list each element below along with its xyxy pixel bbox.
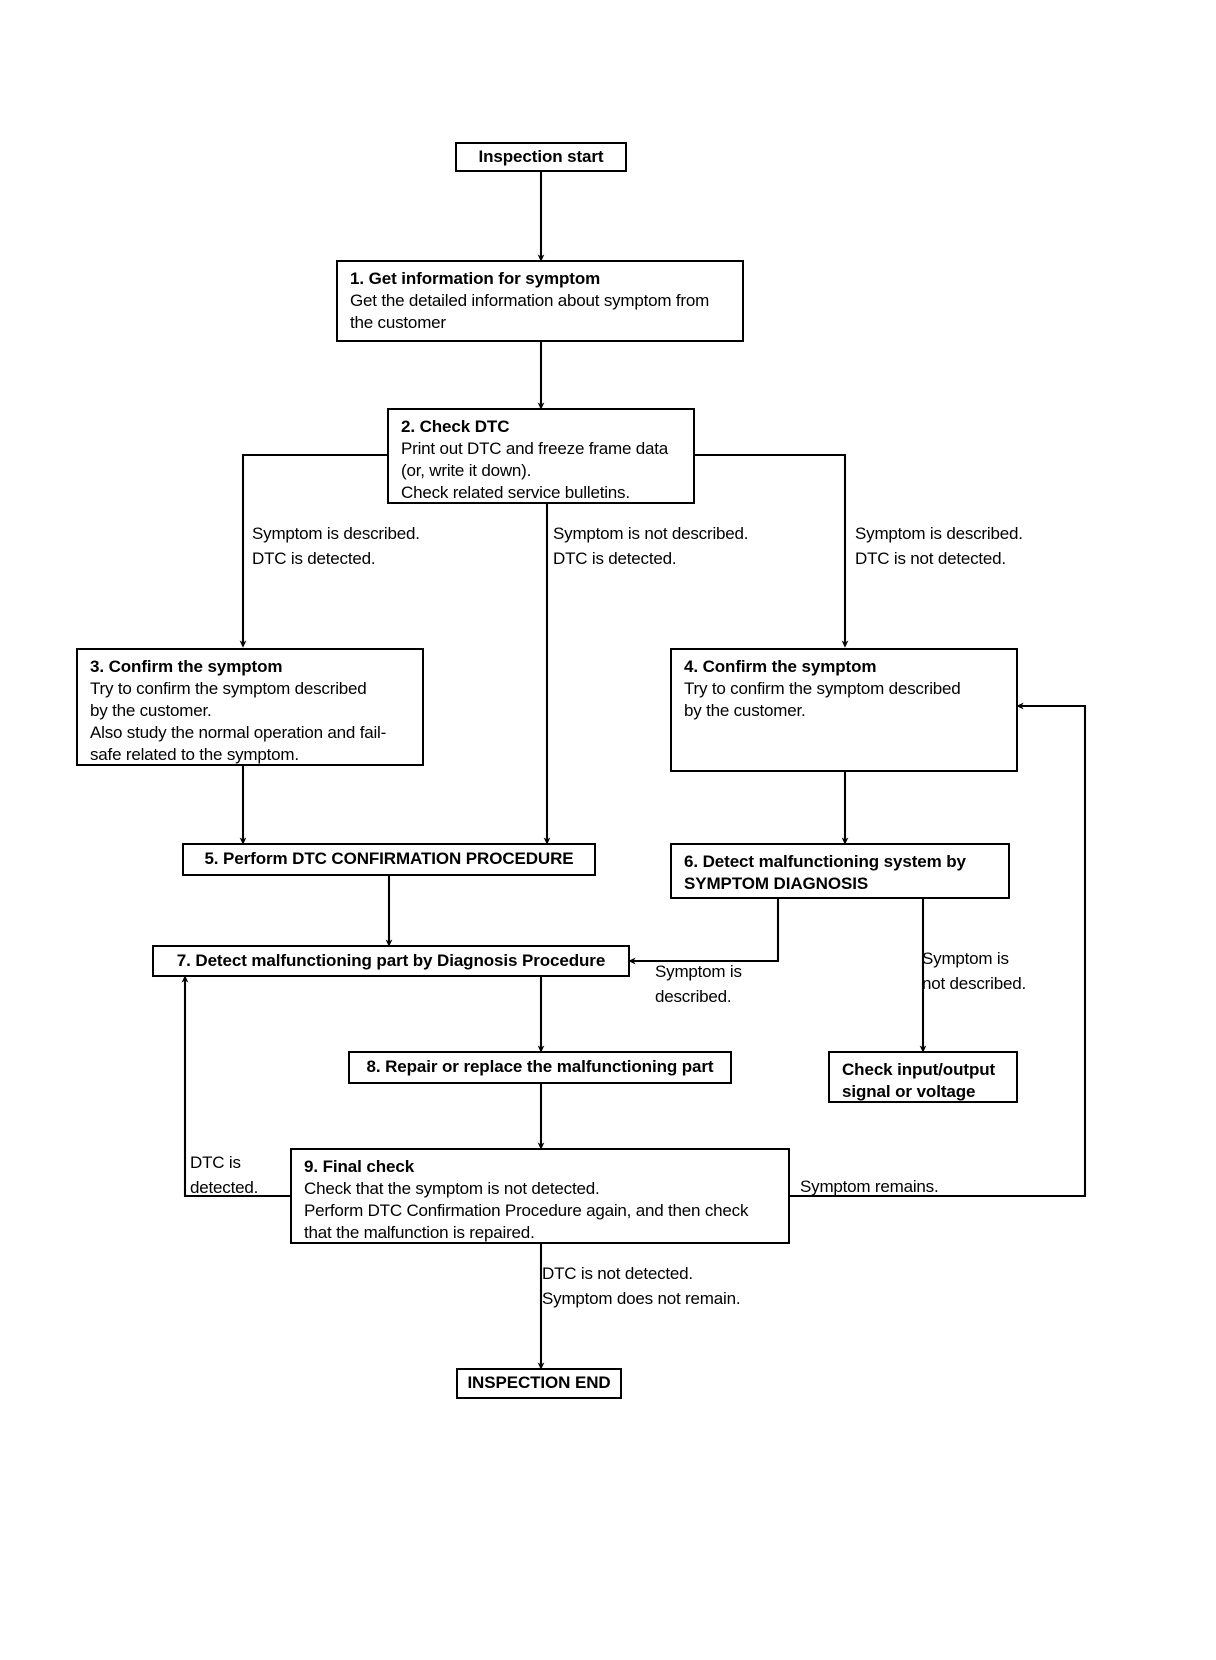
edge-label-symptom-described: Symptom is described.	[655, 962, 742, 1006]
node-inspection-start-label: Inspection start	[478, 146, 604, 166]
node-inspection-start[interactable]: Inspection start	[455, 142, 627, 172]
node-step-8-title: 8. Repair or replace the malfunctioning …	[366, 1057, 714, 1077]
node-step-4-body: Try to confirm the symptom described by …	[684, 679, 961, 721]
node-step-6-title: 6. Detect malfunctioning system by SYMPT…	[684, 852, 966, 894]
edge-label-symptom-not-described: Symptom is not described.	[922, 949, 1026, 993]
node-check-input-output-signal-title: Check input/output signal or voltage	[842, 1060, 996, 1102]
node-step-6[interactable]: 6. Detect malfunctioning system by SYMPT…	[670, 843, 1010, 899]
node-step-3[interactable]: 3. Confirm the symptom Try to confirm th…	[76, 648, 424, 766]
node-step-9-title: 9. Final check	[304, 1157, 415, 1176]
node-step-7-title: 7. Detect malfunctioning part by Diagnos…	[176, 950, 606, 970]
edge-label-branch-right: Symptom is described. DTC is not detecte…	[855, 524, 1023, 568]
node-step-3-title: 3. Confirm the symptom	[90, 657, 283, 676]
node-step-1[interactable]: 1. Get information for symptom Get the d…	[336, 260, 744, 342]
node-check-input-output-signal[interactable]: Check input/output signal or voltage	[828, 1051, 1018, 1103]
node-step-2-title: 2. Check DTC	[401, 417, 510, 436]
edge-label-final-pass: DTC is not detected. Symptom does not re…	[542, 1264, 741, 1308]
node-step-2-body: Print out DTC and freeze frame data (or,…	[401, 439, 669, 503]
edge-label-dtc-is-detected: DTC is detected.	[190, 1153, 259, 1197]
node-step-5[interactable]: 5. Perform DTC CONFIRMATION PROCEDURE	[182, 843, 596, 876]
node-step-3-body: Try to confirm the symptom described by …	[90, 679, 387, 765]
node-step-9-body: Check that the symptom is not detected. …	[304, 1179, 749, 1243]
node-step-4-title: 4. Confirm the symptom	[684, 657, 877, 676]
node-step-1-body: Get the detailed information about sympt…	[350, 291, 710, 333]
edge-label-branch-left: Symptom is described. DTC is detected.	[252, 524, 420, 568]
edge-label-branch-middle: Symptom is not described. DTC is detecte…	[553, 524, 749, 568]
node-step-1-title: 1. Get information for symptom	[350, 269, 601, 288]
node-inspection-end-label: INSPECTION END	[467, 1373, 611, 1393]
node-step-7[interactable]: 7. Detect malfunctioning part by Diagnos…	[152, 945, 630, 977]
node-step-2[interactable]: 2. Check DTC Print out DTC and freeze fr…	[387, 408, 695, 504]
node-inspection-end[interactable]: INSPECTION END	[456, 1368, 622, 1399]
node-step-8[interactable]: 8. Repair or replace the malfunctioning …	[348, 1051, 732, 1084]
node-step-4[interactable]: 4. Confirm the symptom Try to confirm th…	[670, 648, 1018, 772]
node-step-9[interactable]: 9. Final check Check that the symptom is…	[290, 1148, 790, 1244]
edge-label-symptom-remains: Symptom remains.	[800, 1177, 939, 1196]
node-step-5-title: 5. Perform DTC CONFIRMATION PROCEDURE	[204, 849, 574, 869]
